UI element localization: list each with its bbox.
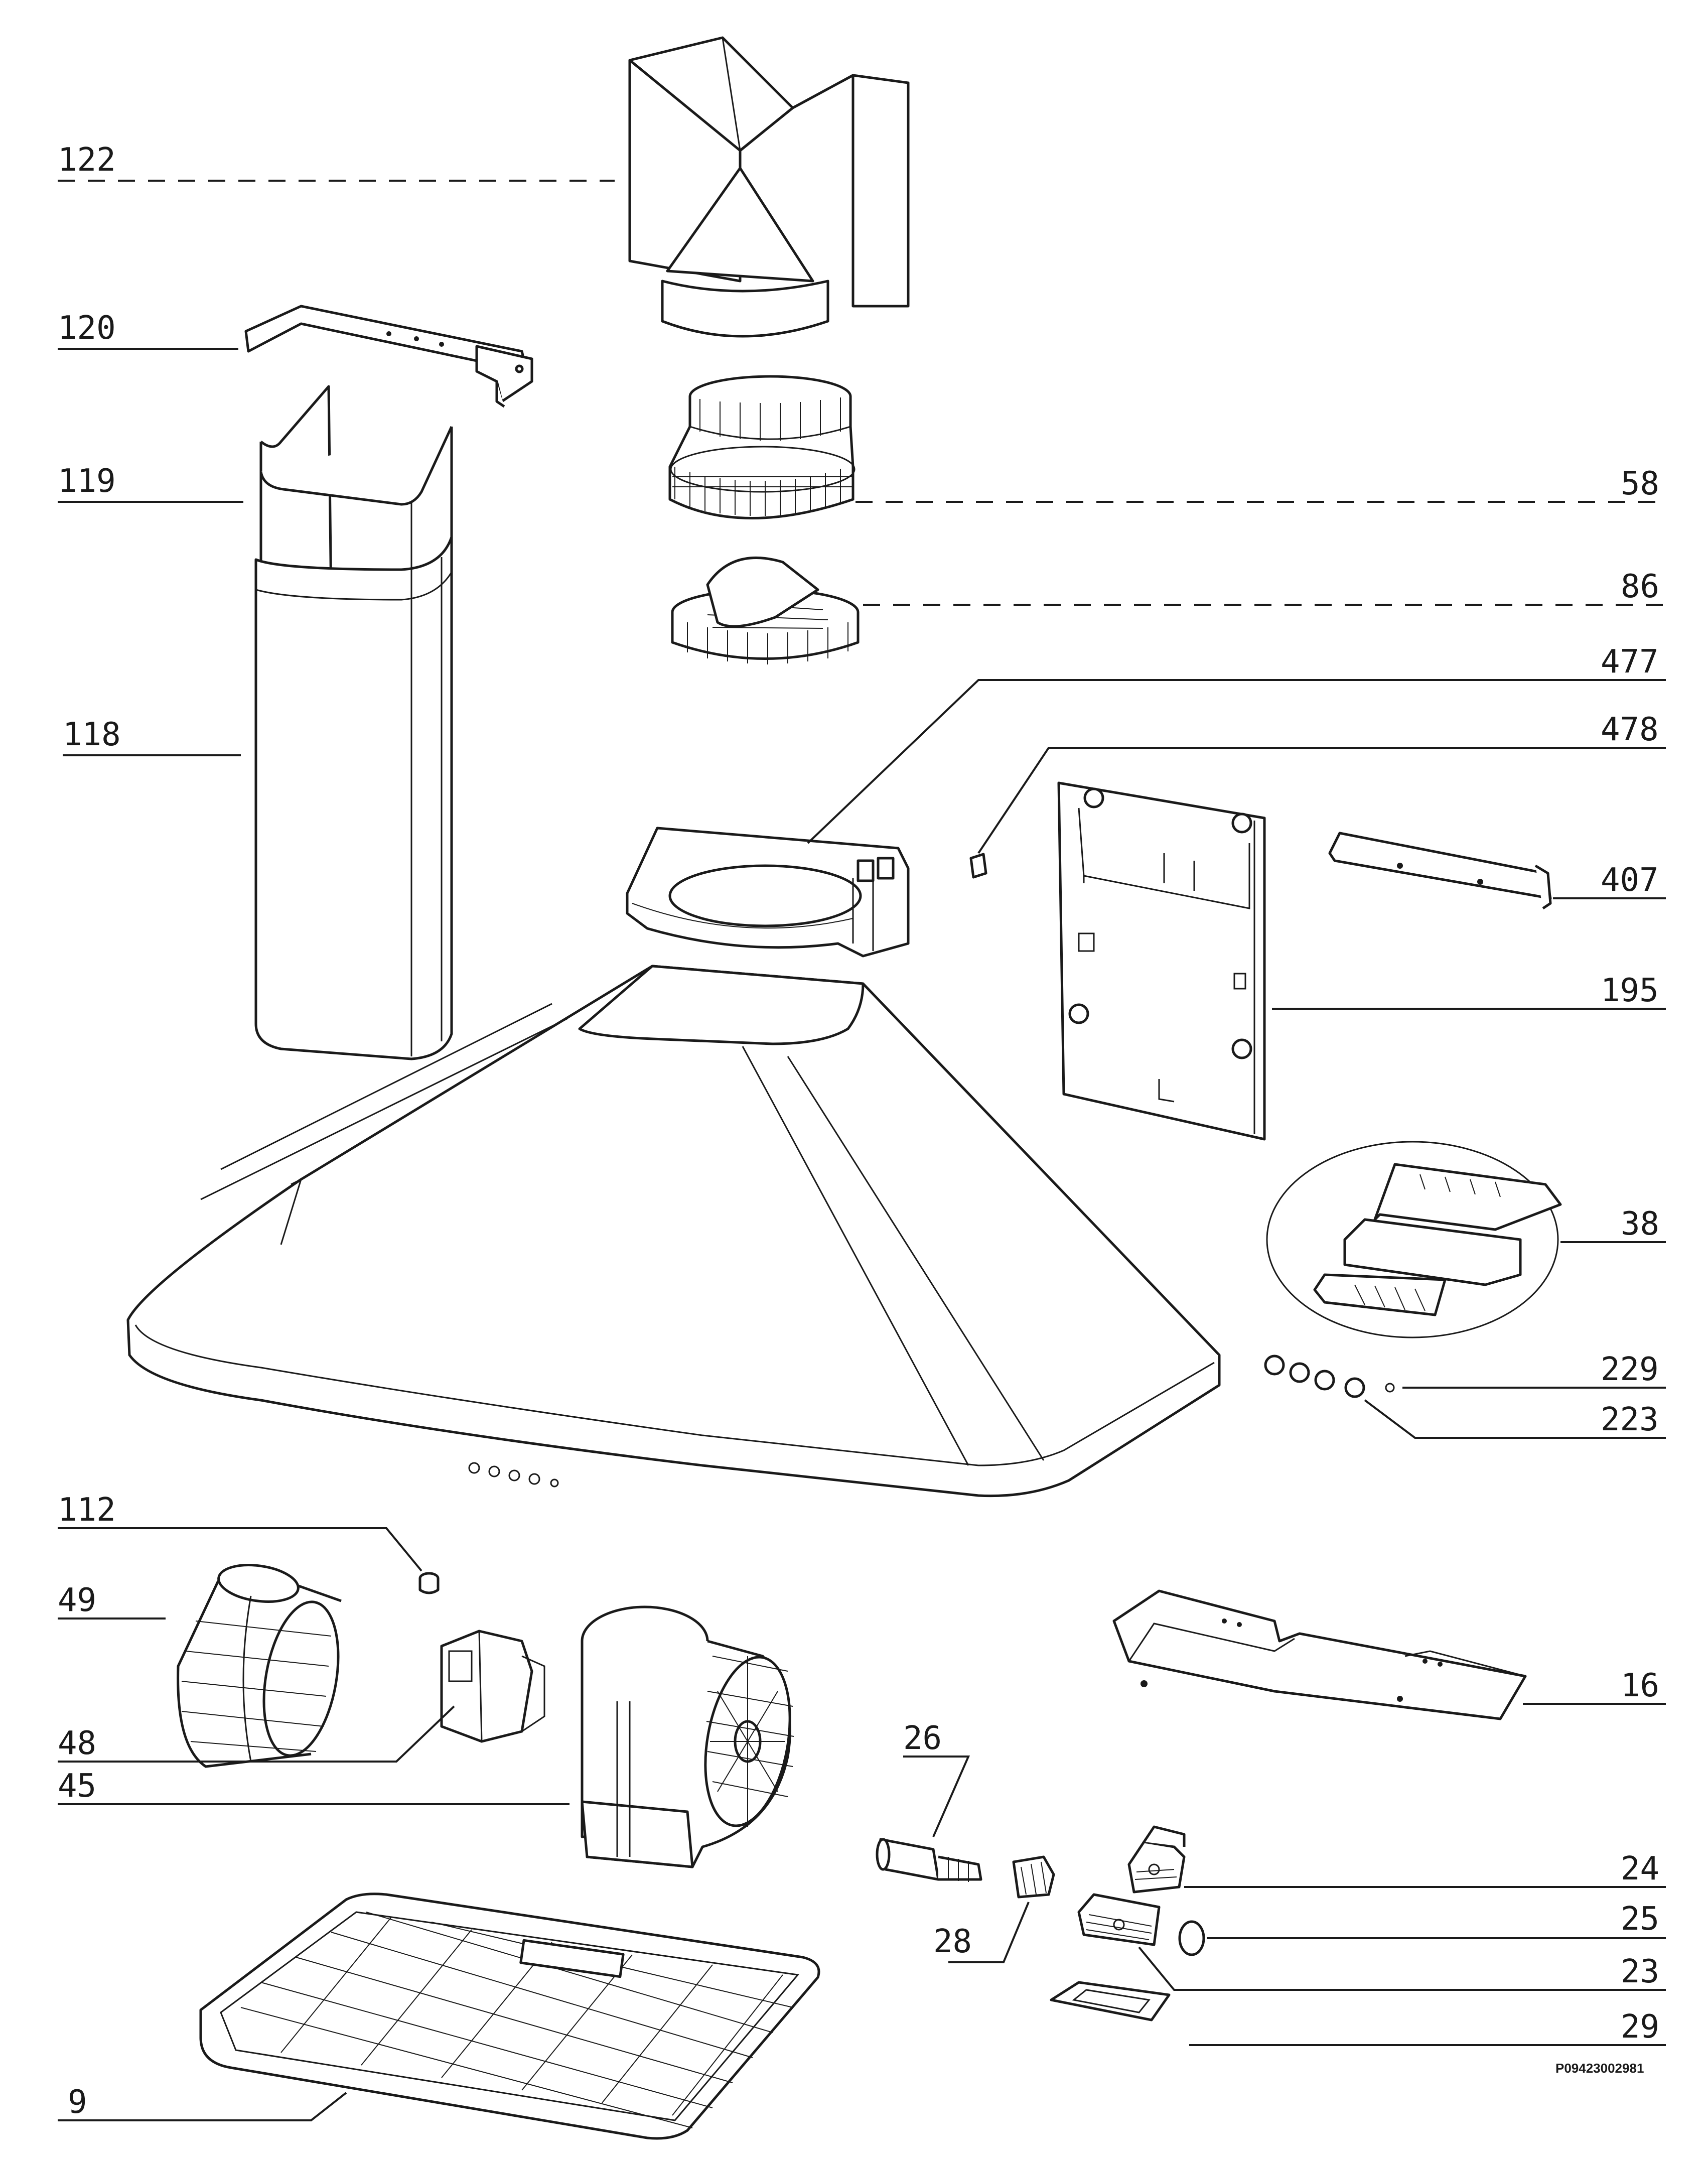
label-229: 229	[1601, 1351, 1659, 1388]
part-118-lower-chimney	[254, 535, 453, 1060]
label-48: 48	[58, 1725, 96, 1762]
label-120: 120	[58, 310, 116, 347]
label-29: 29	[1621, 2008, 1659, 2046]
part-25-lens	[1178, 1920, 1205, 1956]
label-477: 477	[1601, 643, 1659, 681]
label-23: 23	[1621, 1953, 1659, 1990]
part-28-bulb	[1012, 1855, 1055, 1899]
label-38: 38	[1621, 1205, 1659, 1243]
label-119: 119	[58, 463, 116, 500]
part-477-motor-support	[626, 827, 910, 958]
part-23-lamp-cover	[1077, 1893, 1161, 1946]
label-195: 195	[1601, 972, 1659, 1009]
label-58: 58	[1621, 465, 1659, 502]
part-122-y-duct-adapter	[628, 36, 910, 338]
label-49: 49	[58, 1582, 96, 1619]
label-9: 9	[68, 2084, 87, 2121]
part-49-impeller	[177, 1564, 342, 1768]
label-478: 478	[1601, 711, 1659, 748]
part-38-control-electronics	[1266, 1141, 1562, 1338]
part-9-grease-filter	[199, 1893, 820, 2140]
label-28: 28	[933, 1923, 972, 1960]
part-29-frame	[1050, 1981, 1171, 2021]
label-223: 223	[1601, 1401, 1659, 1438]
label-122: 122	[58, 142, 116, 179]
part-195-rear-panel	[1057, 781, 1266, 1141]
leader-lines	[58, 180, 1666, 2121]
part-407-bracket	[1328, 832, 1552, 910]
part-45-motor-housing	[581, 1605, 794, 1868]
label-118: 118	[63, 716, 121, 753]
label-26: 26	[903, 1720, 942, 1757]
document-code: P09423002981	[1555, 2061, 1644, 2076]
part-16-shroud	[1112, 1589, 1527, 1720]
label-25: 25	[1621, 1901, 1659, 1938]
label-16: 16	[1621, 1667, 1659, 1704]
part-58-duct-collar	[668, 375, 856, 519]
label-86: 86	[1621, 568, 1659, 605]
label-24: 24	[1621, 1850, 1659, 1887]
part-229-indicator-lens	[1385, 1383, 1395, 1393]
part-223-knobs	[1264, 1355, 1365, 1398]
part-112-bushing	[418, 1572, 440, 1594]
label-407: 407	[1601, 862, 1659, 899]
label-45: 45	[58, 1768, 96, 1805]
part-478-clip	[969, 853, 987, 879]
part-labels: 122 120 119 118 58 86 477 478 407 195 38…	[58, 142, 1659, 2121]
part-26-lamp-holder	[876, 1838, 982, 1882]
part-48-capacitor	[440, 1630, 545, 1743]
part-119-upper-chimney	[259, 385, 453, 609]
part-86-backdraft-valve	[671, 556, 860, 664]
part-24-lamp-housing	[1127, 1825, 1186, 1894]
label-112: 112	[58, 1492, 116, 1529]
hood-canopy	[126, 965, 1221, 1498]
part-120-mounting-bracket	[244, 305, 533, 408]
